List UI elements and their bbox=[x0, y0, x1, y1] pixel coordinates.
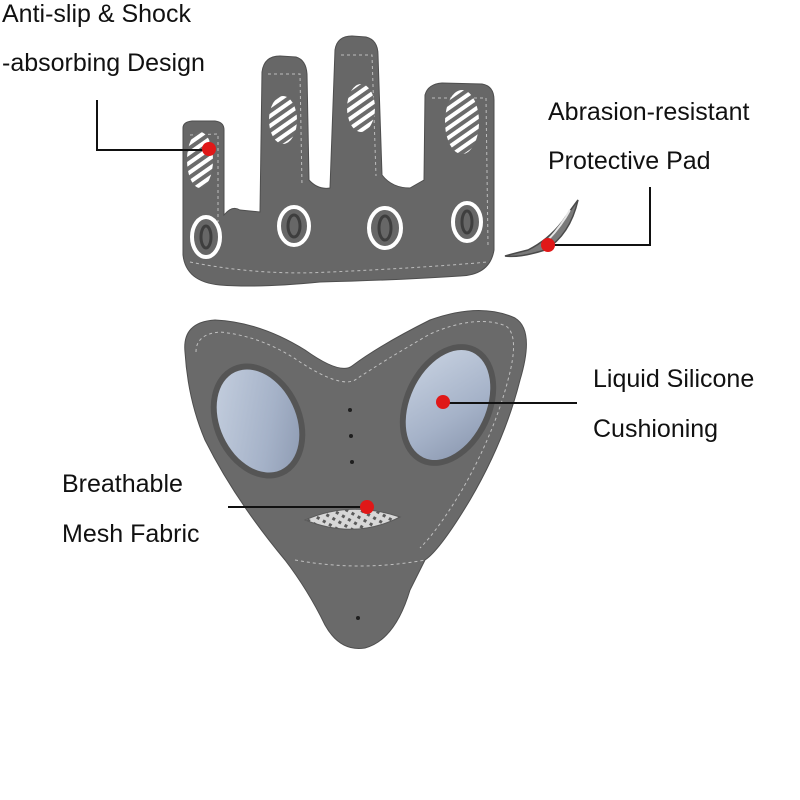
callout-silicone-line1: Liquid Silicone bbox=[593, 365, 755, 393]
marker-abrasion bbox=[541, 238, 555, 252]
callout-anti-slip-line2: -absorbing Design bbox=[2, 49, 205, 77]
palm-heel-pad bbox=[184, 310, 527, 650]
grip-stripes-index bbox=[269, 96, 297, 144]
grip-stripes-thumb bbox=[187, 132, 213, 188]
protective-pad bbox=[504, 199, 579, 258]
callout-mesh-line1: Breathable bbox=[62, 470, 183, 498]
callout-abrasion-line2: Protective Pad bbox=[548, 147, 711, 175]
grip-stripes-ring bbox=[445, 90, 479, 154]
marker-anti-slip bbox=[202, 142, 216, 156]
callout-mesh-line2: Mesh Fabric bbox=[62, 520, 200, 548]
finger-palm-pad bbox=[182, 35, 495, 287]
silicone-cushion-left bbox=[216, 369, 300, 473]
callout-abrasion-line1: Abrasion-resistant bbox=[548, 98, 750, 126]
callout-anti-slip-line1: Anti-slip & Shock bbox=[2, 0, 191, 28]
grip-stripes-middle bbox=[347, 84, 375, 132]
leader-lines bbox=[96, 100, 651, 508]
shock-rings bbox=[190, 201, 483, 259]
mesh-vent bbox=[303, 508, 402, 530]
callout-silicone-line2: Cushioning bbox=[593, 415, 719, 443]
marker-silicone bbox=[436, 395, 450, 409]
marker-mesh bbox=[360, 500, 374, 514]
callout-markers bbox=[202, 142, 555, 514]
